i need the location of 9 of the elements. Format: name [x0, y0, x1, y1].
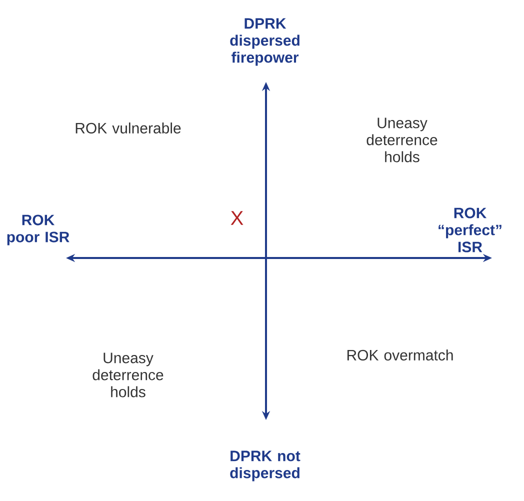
- axis-label: DPRK dispersed firepower: [230, 18, 300, 66]
- quadrant-label: Uneasy deterrence holds: [92, 352, 164, 398]
- axis-label: ROK poor ISR: [7, 214, 70, 246]
- quadrant-label: Uneasy deterrence holds: [366, 118, 438, 162]
- axis-label: ROK “perfect” ISR: [438, 208, 502, 252]
- axis-label: DPRK not dispersed: [230, 450, 300, 482]
- cross-mark: X: [230, 211, 244, 225]
- quadrant-label: ROK overmatch: [347, 350, 453, 360]
- quadrant-label: ROK vulnerable: [76, 122, 181, 134]
